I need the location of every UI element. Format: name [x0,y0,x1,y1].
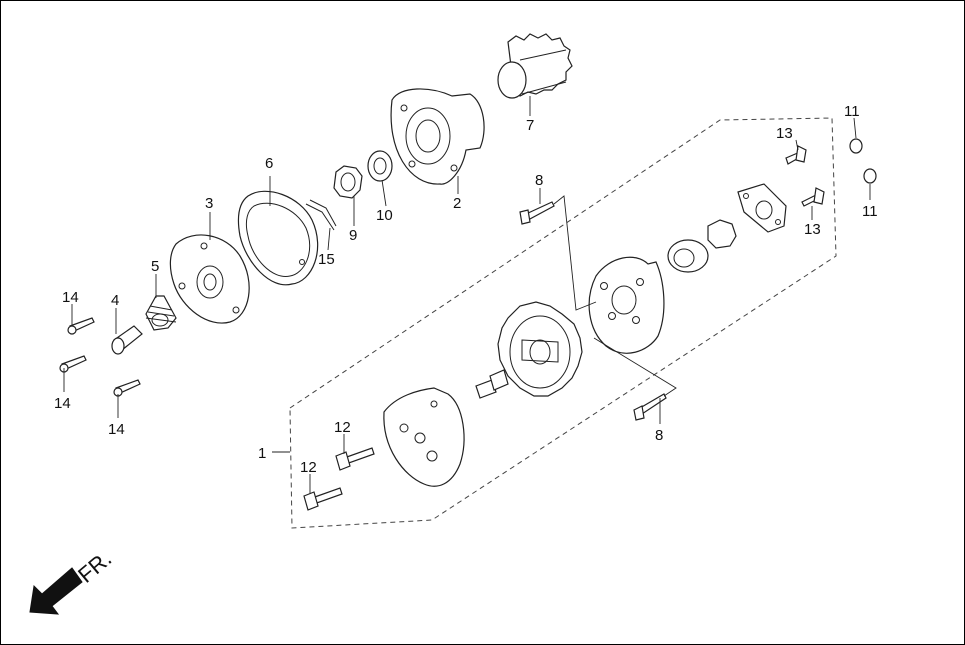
callout-11-bottom: 11 [862,203,878,220]
part-12-bolt-b [303,487,343,511]
pump-sprocket [497,301,583,397]
front-direction-arrow-icon [29,567,83,615]
callout-14-b: 14 [54,395,71,412]
callout-5: 5 [151,258,159,275]
part-10-washer [367,150,393,182]
callout-3: 3 [205,195,213,212]
part-11-oring-b [863,168,877,184]
part-8-screw-bottom [633,393,667,421]
part-6-gasket [237,190,319,286]
callout-2: 2 [453,195,461,212]
callout-12-bottom: 12 [300,459,317,476]
callout-12-top: 12 [334,419,351,436]
pump-plate [737,183,787,233]
part-5-spring [145,295,177,331]
callout-9: 9 [349,227,357,244]
callout-11-top: 11 [844,103,860,120]
callout-14-a: 14 [62,289,79,306]
callout-6: 6 [265,155,273,172]
outer-rotor [667,239,709,273]
part-9-nut [333,165,363,199]
callout-1: 1 [258,445,266,462]
part-3-strainer-plate [169,234,250,324]
pump-body [588,256,665,354]
part-7-drive-gear [497,33,573,99]
part-12-bolt-a [335,447,375,471]
callout-7: 7 [526,117,534,134]
part-11-oring-a [849,138,863,154]
pump-housing [383,387,465,487]
callout-8-bottom: 8 [655,427,663,444]
callout-8-top: 8 [535,172,543,189]
callout-15: 15 [318,251,335,268]
part-15-clip [305,199,337,231]
part-14-bolt-c [113,379,141,397]
part-13-screw-a [785,145,807,165]
callout-13-bottom: 13 [804,221,821,238]
part-4-relief-valve [111,325,143,355]
part-13-screw-b [801,187,825,207]
inner-rotor [707,219,737,249]
pump-shaft [475,369,509,399]
part-2-pump-cover [390,88,485,185]
callout-14-c: 14 [108,421,125,438]
assembly-boundary [289,117,837,529]
part-8-screw-top [519,201,555,225]
callout-4: 4 [111,292,119,309]
callout-10: 10 [376,207,393,224]
callout-13-top: 13 [776,125,793,142]
leader-lines [63,96,871,494]
